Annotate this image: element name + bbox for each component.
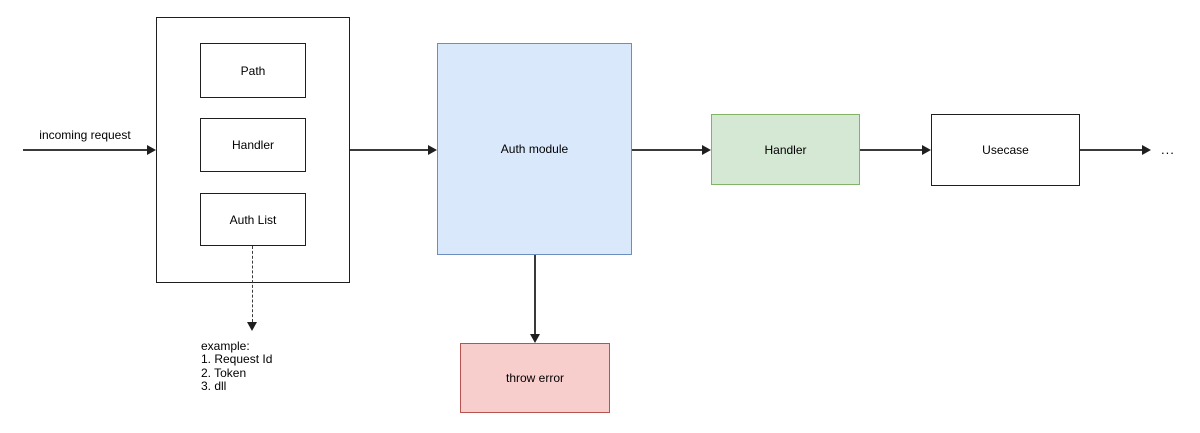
arrow-container-to-auth-module xyxy=(350,145,437,155)
arrow-usecase-to-continuation xyxy=(1080,145,1151,155)
auth-module-label: Auth module xyxy=(500,142,569,156)
arrow-auth-module-to-throw-error xyxy=(530,255,540,343)
example-note: example: 1. Request Id 2. Token 3. dll xyxy=(201,339,273,394)
usecase-box: Usecase xyxy=(931,114,1080,186)
handler-label: Handler xyxy=(764,142,807,157)
arrow-incoming-to-container xyxy=(23,145,156,155)
arrow-auth-module-to-handler xyxy=(632,145,711,155)
incoming-request-label: incoming request xyxy=(39,128,131,142)
arrow-handler-to-usecase xyxy=(860,145,931,155)
auth-list-box: Auth List xyxy=(200,193,306,246)
throw-error-box: throw error xyxy=(460,343,610,413)
auth-module-box: Auth module xyxy=(437,43,632,255)
dashed-arrow-auth-list-to-example xyxy=(247,246,258,331)
continuation-label: ... xyxy=(1161,142,1175,157)
path-box: Path xyxy=(200,43,306,98)
handler-box: Handler xyxy=(711,114,860,185)
throw-error-label: throw error xyxy=(505,371,564,385)
path-label: Path xyxy=(240,63,266,78)
handler-inner-box: Handler xyxy=(200,118,306,172)
handler-inner-label: Handler xyxy=(231,138,275,152)
usecase-label: Usecase xyxy=(982,143,1029,157)
auth-list-label: Auth List xyxy=(229,212,277,227)
